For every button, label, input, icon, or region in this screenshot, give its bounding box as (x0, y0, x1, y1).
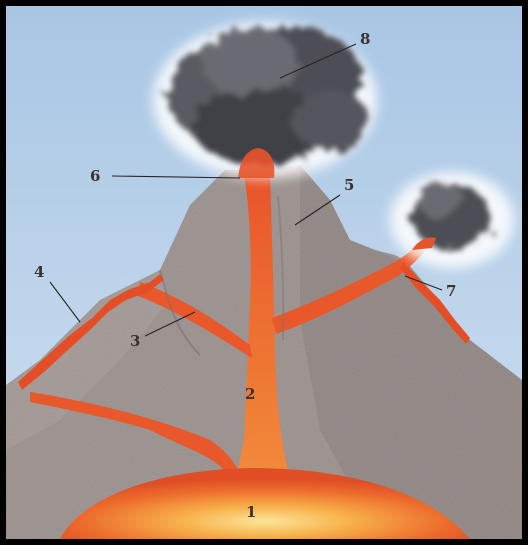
label-1: 1 (246, 503, 256, 521)
label-8: 8 (360, 30, 370, 48)
label-2: 2 (245, 385, 255, 403)
ash-cloud-parasitic (390, 172, 514, 268)
label-3: 3 (130, 332, 140, 350)
volcano-diagram: 1 2 3 4 5 6 7 8 (6, 6, 522, 539)
label-5: 5 (344, 176, 354, 194)
ash-cloud-main (153, 22, 377, 178)
label-6: 6 (90, 167, 100, 185)
label-7: 7 (446, 282, 456, 300)
label-4: 4 (34, 263, 44, 281)
